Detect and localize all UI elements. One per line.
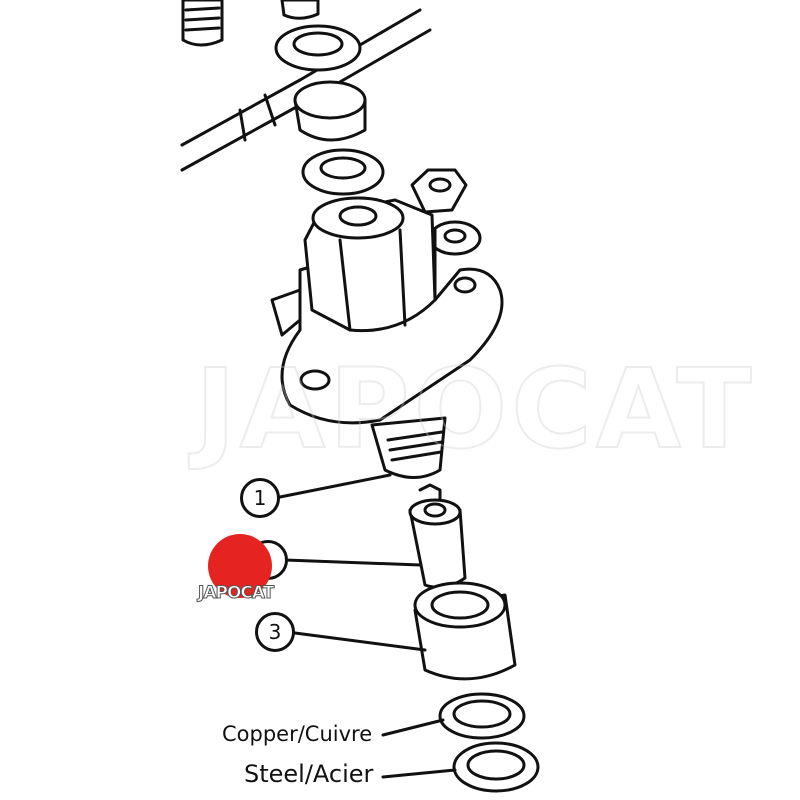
upper-washer [274, 24, 362, 72]
callout-3: 3 [255, 612, 295, 652]
steel-washer [452, 741, 540, 793]
logo-text: JAPOCAT [197, 583, 274, 604]
copper-washer [438, 692, 526, 740]
middle-washer [301, 148, 385, 196]
watermark: JAPOCAT [194, 344, 756, 474]
leader-lines [278, 473, 457, 779]
japocat-logo: JAPOCAT [197, 532, 288, 612]
nozzle-cap-nut [413, 581, 517, 681]
callout-1: 1 [240, 478, 280, 518]
injector-body [270, 196, 504, 479]
studs [181, 0, 320, 47]
nozzle [408, 483, 467, 589]
logo-red-disc [208, 534, 272, 598]
steel-washer-label: Steel/Acier [244, 760, 374, 788]
copper-washer-label: Copper/Cuivre [222, 722, 373, 746]
callout-number: 1 [253, 486, 267, 510]
callout-number: 3 [268, 620, 282, 644]
nut-and-lock-washer [410, 168, 482, 256]
sleeve [293, 80, 367, 142]
